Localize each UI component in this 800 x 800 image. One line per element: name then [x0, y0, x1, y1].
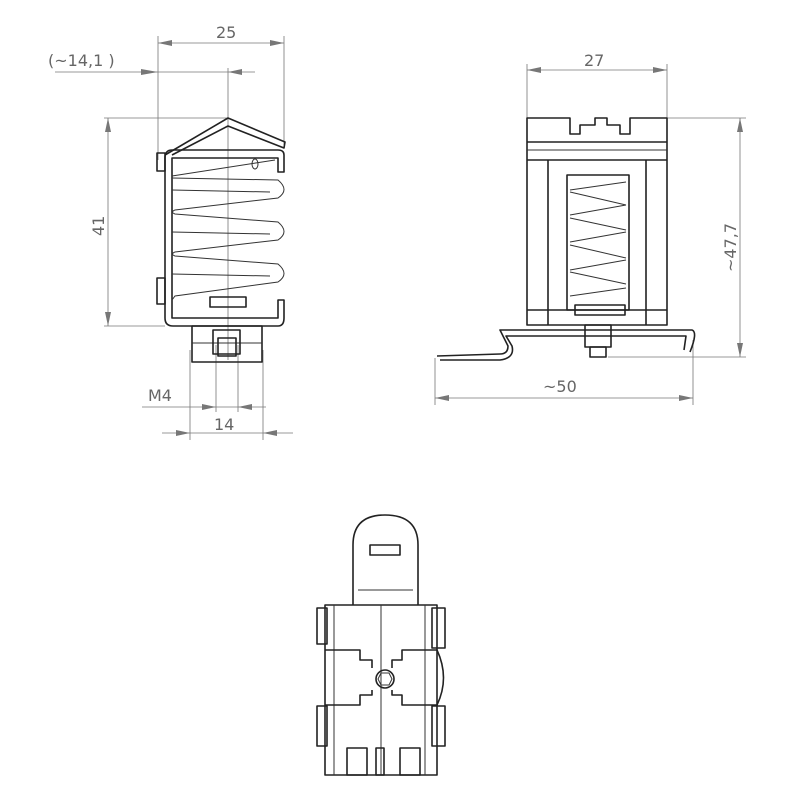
dim-width-27: 27	[584, 51, 604, 70]
side-view-dimensions: 25 (~14,1 ) 41 M4 14	[48, 23, 293, 440]
dim-thread-m4: M4	[148, 386, 172, 405]
dim-offset-14-1: (~14,1 )	[48, 51, 115, 70]
front-view-part	[436, 117, 696, 361]
side-view-part	[156, 117, 286, 363]
dim-height-47-7: ~47,7	[721, 223, 740, 272]
dim-width-25: 25	[216, 23, 236, 42]
dim-rail-50: ~50	[543, 377, 577, 396]
front-view-dimensions: 27 ~47,7 ~50	[434, 51, 746, 405]
dim-base-14: 14	[214, 415, 234, 434]
side-view: 25 (~14,1 ) 41 M4 14	[48, 23, 293, 440]
dim-height-41: 41	[89, 216, 108, 236]
front-view: 27 ~47,7 ~50	[434, 51, 746, 405]
bottom-view	[316, 514, 446, 776]
